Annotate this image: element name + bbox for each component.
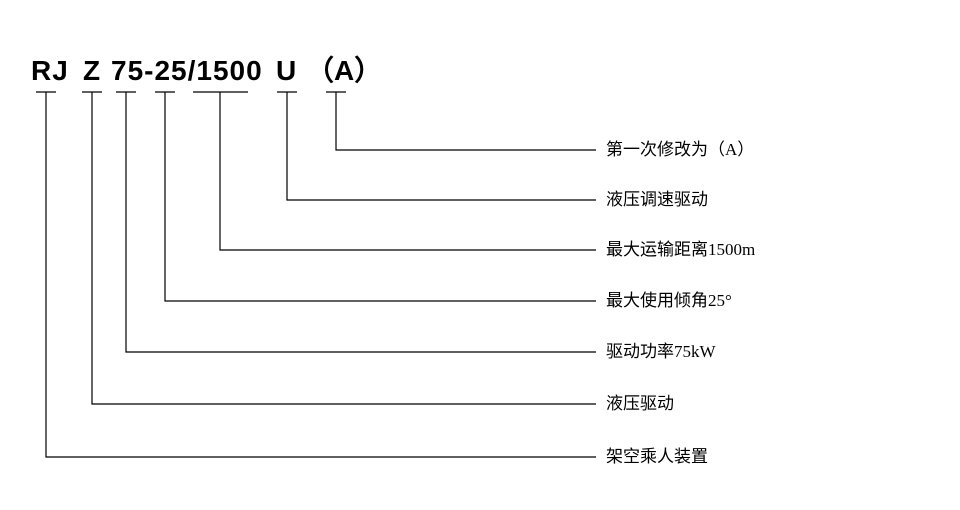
model-code-segment-7525-1500: 75-25/1500	[111, 55, 263, 86]
callout-label-inclination: 最大使用倾角25°	[606, 291, 732, 310]
callout-label-speed-drive: 液压调速驱动	[606, 190, 708, 209]
callout-line-25	[155, 91, 596, 302]
callout-line-a	[326, 91, 596, 151]
model-code-segment-a: （A）	[306, 55, 383, 86]
model-code-segment-u: U	[276, 55, 298, 86]
callout-line-rj	[36, 91, 596, 458]
callout-line-u	[277, 91, 596, 201]
model-code-segment-z: Z	[83, 55, 102, 86]
callout-label-revision: 第一次修改为（A）	[606, 140, 755, 159]
model-code-segment-rj: RJ	[31, 55, 69, 86]
callout-label-power: 驱动功率75kW	[606, 342, 716, 361]
callout-line-z	[82, 91, 596, 405]
callout-label-hydraulic: 液压驱动	[606, 394, 674, 413]
callout-line-1500	[193, 91, 596, 251]
callout-label-distance: 最大运输距离1500m	[606, 240, 756, 259]
callout-line-75	[116, 91, 596, 353]
callout-label-device-type: 架空乘人装置	[606, 447, 708, 466]
